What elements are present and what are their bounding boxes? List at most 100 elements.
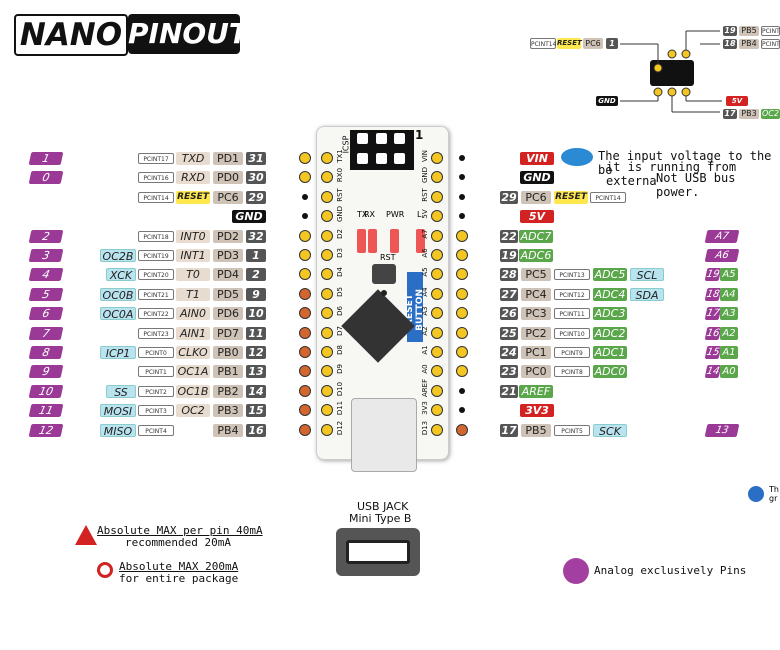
left-pin-index: 15 <box>246 404 266 417</box>
icsp-top-left-port: PC6 <box>583 38 603 49</box>
right-adc-label: ADC7 <box>519 230 553 243</box>
board-right-pin-label: A0 <box>421 364 429 374</box>
right-pin-dot <box>456 424 468 436</box>
left-pcint-label: PCINT14 <box>138 192 174 203</box>
icsp-top-left-idx: 1 <box>606 38 618 49</box>
right-pin-index: 23 <box>500 365 518 378</box>
right-power-label: 5V <box>520 210 554 223</box>
left-pin-small-dot <box>302 194 308 200</box>
left-func-label: OC1B <box>176 385 210 398</box>
left-pin-index: 9 <box>246 288 266 301</box>
left-port-label: PB3 <box>213 404 243 417</box>
right-pin-index: 25 <box>500 327 518 340</box>
left-func-label: OC2 <box>176 404 210 417</box>
board-right-pin <box>431 152 443 164</box>
board-right-pin <box>431 210 443 222</box>
tx-led <box>357 229 366 253</box>
left-pin-dot <box>299 171 311 183</box>
board-right-pin <box>431 230 443 242</box>
board-left-pin <box>321 191 333 203</box>
left-pcint-label: PCINT16 <box>138 172 174 183</box>
left-pin-index: 31 <box>246 152 266 165</box>
right-side-analog: A2 <box>720 327 738 340</box>
right-pin-dot <box>456 230 468 242</box>
board-right-pin-label: A7 <box>421 229 429 239</box>
board-left-pin-label: RX0 <box>336 167 344 183</box>
board-right-pin-label: 3V3 <box>421 401 429 415</box>
usb-jack-title-1: USB JACK <box>357 500 409 513</box>
left-port-label: PD7 <box>213 327 243 340</box>
left-port-label: PD0 <box>213 171 243 184</box>
right-side-analog: A4 <box>720 288 738 301</box>
left-pin-index: 13 <box>246 365 266 378</box>
left-digital-num: 3 <box>28 249 64 262</box>
board-left-pin-label: D7 <box>336 326 344 336</box>
right-adc-label: ADC0 <box>593 365 627 378</box>
icsp-pin-dot <box>667 87 677 97</box>
left-pcint-label: PCINT18 <box>138 231 174 242</box>
side-note-1: Th <box>769 485 779 494</box>
icsp-pin-dot <box>681 87 691 97</box>
right-pin-small-dot <box>459 194 465 200</box>
left-pin-index: 10 <box>246 307 266 320</box>
left-pin-index: 1 <box>246 249 266 262</box>
note-max-package-2: for entire package <box>119 572 239 585</box>
left-digital-num: 12 <box>28 424 64 437</box>
right-pin-dot <box>456 268 468 280</box>
note-vin-line-2: it is running from externa <box>606 160 737 188</box>
left-extra-func: SS <box>106 385 136 399</box>
analog-pin-legend-icon <box>563 558 589 584</box>
usb-jack-icon <box>336 528 420 576</box>
board-right-pin-label: A3 <box>421 306 429 316</box>
left-digital-num: 2 <box>28 230 64 243</box>
right-pin-index: 26 <box>500 307 518 320</box>
board-left-pin-label: D5 <box>336 287 344 297</box>
left-port-label: PD6 <box>213 307 243 320</box>
board-left-pin-label: D3 <box>336 248 344 258</box>
right-pin-dot <box>456 249 468 261</box>
right-adc-label: ADC4 <box>593 288 627 301</box>
left-port-label: PD5 <box>213 288 243 301</box>
left-pin-dot <box>299 288 311 300</box>
note-vin-line-1: The input voltage to the bo <box>598 149 772 177</box>
board-icsp-num: 1 <box>415 128 424 142</box>
right-adc-label: ADC6 <box>519 249 553 262</box>
board-right-pin-label: AREF <box>421 378 429 397</box>
board-left-pin <box>321 385 333 397</box>
board-left-pin <box>321 249 333 261</box>
right-side-num: A7 <box>704 230 740 243</box>
left-gnd-label: GND <box>232 210 266 223</box>
icsp-pin <box>394 133 405 144</box>
board-right-pin <box>431 249 443 261</box>
right-func-label: SCL <box>630 268 664 282</box>
right-port-label: PC3 <box>521 307 551 320</box>
right-port-label: PC6 <box>521 191 551 204</box>
board-left-pin <box>321 307 333 319</box>
right-adc-label: ADC1 <box>593 346 627 359</box>
left-pcint-label: PCINT20 <box>138 269 174 280</box>
title-left: NANO <box>14 14 128 56</box>
right-side-analog: A3 <box>720 307 738 320</box>
board-left-pin <box>321 171 333 183</box>
left-port-label: PD2 <box>213 230 243 243</box>
left-pin-dot <box>299 404 311 416</box>
left-extra-func: XCK <box>106 268 136 282</box>
left-pcint-label: PCINT4 <box>138 425 174 436</box>
board-right-pin-label: RST <box>421 188 429 202</box>
board-left-pin-label: D8 <box>336 345 344 355</box>
left-func-label: AIN0 <box>176 307 210 320</box>
right-pin-small-dot <box>459 388 465 394</box>
right-port-label: PC4 <box>521 288 551 301</box>
board-right-pin-label: GND <box>421 166 429 183</box>
left-digital-num: 9 <box>28 365 64 378</box>
right-gnd-label: GND <box>520 171 554 184</box>
left-pin-dot <box>299 365 311 377</box>
right-pin-dot <box>456 307 468 319</box>
left-digital-num: 5 <box>28 288 64 301</box>
led-label-rx: RX <box>364 210 376 219</box>
right-pcint-label: PCINT8 <box>554 366 590 377</box>
icsp-top-left-reset: RESET <box>557 38 582 49</box>
right-side-num: 19 <box>704 268 722 281</box>
left-extra-func: ICP1 <box>100 346 136 360</box>
board-right-pin <box>431 288 443 300</box>
